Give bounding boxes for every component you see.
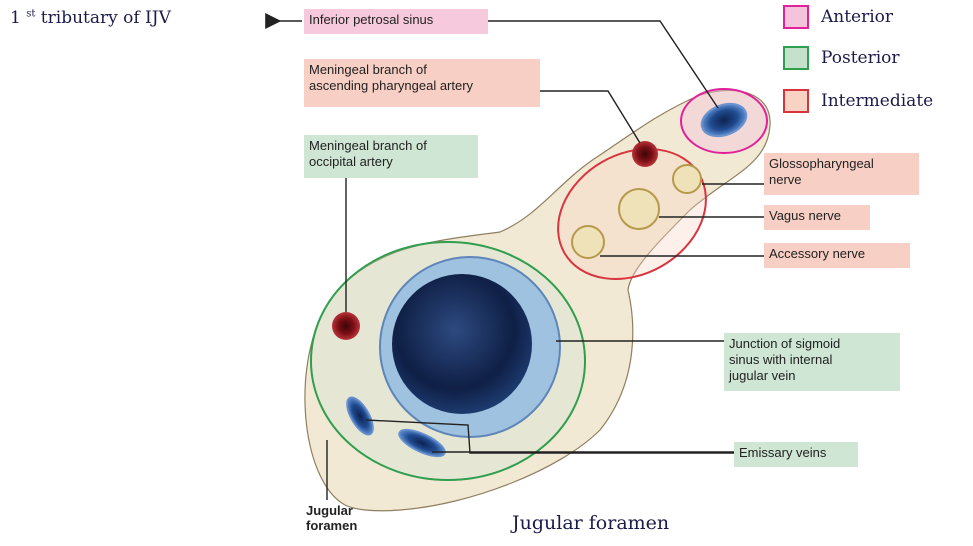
label-jugular-foramen: Jugular foramen <box>306 503 357 533</box>
label-junction-sigmoid-sinus: Junction of sigmoid sinus with internal … <box>724 333 900 391</box>
tributary-number: 1 <box>10 8 21 28</box>
label-accessory-nerve: Accessory nerve <box>764 243 910 268</box>
jugular-sinus <box>392 274 532 414</box>
legend-item-posterior: Posterior <box>783 46 900 70</box>
legend-item-intermediate: Intermediate <box>783 89 933 113</box>
label-vagus-nerve: Vagus nerve <box>764 205 870 230</box>
legend-label-posterior: Posterior <box>821 48 900 68</box>
legend-label-intermediate: Intermediate <box>821 91 933 111</box>
glossopharyngeal-nerve-circle <box>673 165 701 193</box>
legend-item-anterior: Anterior <box>783 5 893 29</box>
label-occipital-artery: Meningeal branch of occipital artery <box>304 135 478 178</box>
tributary-text: tributary of IJV <box>41 8 171 28</box>
occipital-artery <box>332 312 360 340</box>
accessory-nerve-circle <box>572 226 604 258</box>
label-glossopharyngeal-nerve: Glossopharyngeal nerve <box>764 153 919 195</box>
legend-swatch-intermediate <box>783 89 809 113</box>
legend-swatch-anterior <box>783 5 809 29</box>
legend-label-anterior: Anterior <box>821 7 893 27</box>
tributary-superscript: st <box>26 8 35 19</box>
caption: Jugular foramen <box>512 512 669 534</box>
label-emissary-veins: Emissary veins <box>734 442 858 467</box>
legend-swatch-posterior <box>783 46 809 70</box>
vagus-nerve-circle <box>619 189 659 229</box>
tributary-note: 1 st tributary of IJV <box>10 8 171 28</box>
label-ascending-pharyngeal-artery: Meningeal branch of ascending pharyngeal… <box>304 59 540 107</box>
ascending-pharyngeal-artery <box>632 141 658 167</box>
label-inferior-petrosal-sinus: Inferior petrosal sinus <box>304 9 488 34</box>
